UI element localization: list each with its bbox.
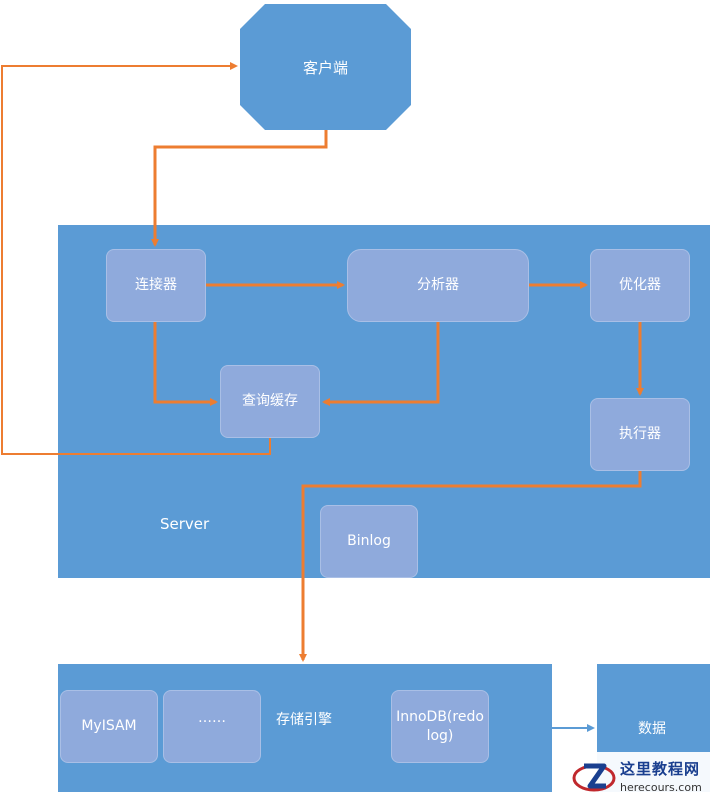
connector-node: 连接器 xyxy=(106,249,206,322)
watermark-logo-icon xyxy=(572,758,616,794)
binlog-node: Binlog xyxy=(320,505,418,578)
optimizer-node: 优化器 xyxy=(590,249,690,322)
data-label: 数据 xyxy=(638,721,666,737)
storage-engine-label: 存储引擎 xyxy=(276,712,332,728)
watermark: 这里教程网 herecours.com xyxy=(570,752,716,800)
watermark-title: 这里教程网 xyxy=(620,760,701,778)
client-node: 客户端 xyxy=(302,58,348,77)
ellipsis-node: …… xyxy=(163,690,261,763)
executor-node: 执行器 xyxy=(590,398,690,471)
watermark-url: herecours.com xyxy=(620,781,702,794)
innodb-node: InnoDB(redo log) xyxy=(391,690,489,763)
analyzer-node: 分析器 xyxy=(347,249,529,322)
query-cache-node: 查询缓存 xyxy=(220,365,320,438)
server-label: Server xyxy=(160,515,210,533)
myisam-node: MyISAM xyxy=(60,690,158,763)
